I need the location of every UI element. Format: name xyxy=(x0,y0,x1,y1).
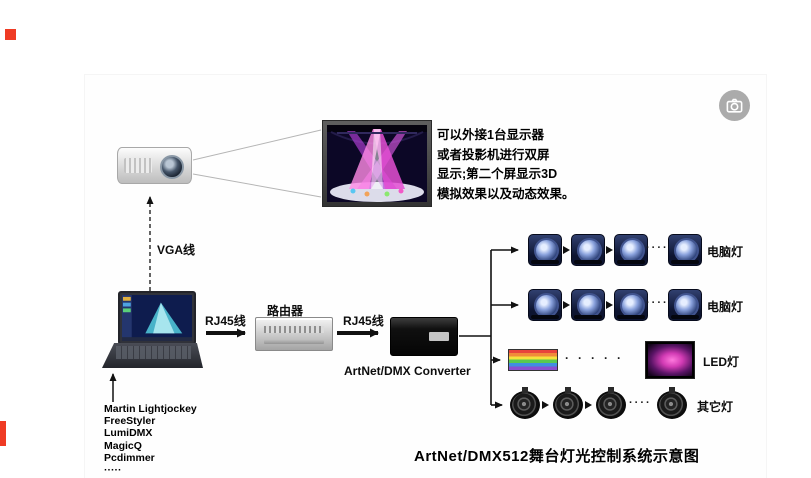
par-light-icon xyxy=(657,387,687,419)
moving-head-light-icon xyxy=(528,289,562,321)
red-marker-left-edge xyxy=(0,421,6,446)
moving-head-light-icon xyxy=(528,234,562,266)
row-label-computer-lights-2: 电脑灯 xyxy=(707,300,744,314)
lighting-software-graphic xyxy=(122,295,192,341)
moving-head-light-icon xyxy=(571,234,605,266)
software-list: Martin Lightjockey FreeStyler LumiDMX Ma… xyxy=(104,403,197,476)
laptop-screen xyxy=(118,291,196,345)
rj45-cable-label-1: RJ45线 xyxy=(205,314,246,328)
par-light-icon xyxy=(553,387,583,419)
more-units-dots: ···· xyxy=(646,297,669,309)
more-units-dots: ···· xyxy=(646,242,669,254)
moving-head-light-icon xyxy=(571,289,605,321)
laptop-keyboard xyxy=(102,343,203,368)
rj45-cable-label-2: RJ45线 xyxy=(343,314,384,328)
monitor-note: 可以外接1台显示器 或者投影机进行双屏 显示;第二个屏显示3D 模拟效果以及动态… xyxy=(437,126,575,204)
note-line: 或者投影机进行双屏 xyxy=(437,147,550,162)
diagram-title: ArtNet/DMX512舞台灯光控制系统示意图 xyxy=(414,448,700,465)
moving-head-light-icon xyxy=(614,289,648,321)
camera-icon xyxy=(726,98,743,113)
software-item: MagicQ xyxy=(104,439,142,452)
par-light-icon xyxy=(510,387,540,419)
moving-head-light-icon xyxy=(668,289,702,321)
dmx-converter-device xyxy=(390,317,458,356)
row-label-other-lights: 其它灯 xyxy=(697,400,734,414)
projector xyxy=(117,147,192,184)
led-screen-icon xyxy=(645,341,695,379)
note-line: 模拟效果以及动态效果。 xyxy=(437,186,575,201)
software-item: ····· xyxy=(104,464,122,477)
led-bar-icon xyxy=(508,349,558,371)
software-item: LumiDMX xyxy=(104,427,153,440)
more-units-dots: ···· xyxy=(629,397,652,409)
software-item: FreeStyler xyxy=(104,415,156,428)
stage-scene-graphic xyxy=(327,125,427,202)
note-line: 可以外接1台显示器 xyxy=(437,128,544,142)
moving-head-light-icon xyxy=(668,234,702,266)
moving-head-light-icon xyxy=(614,234,648,266)
row-label-computer-lights-1: 电脑灯 xyxy=(707,245,744,259)
software-item: Pcdimmer xyxy=(104,451,155,464)
converter-label: ArtNet/DMX Converter xyxy=(344,364,471,378)
more-units-dots: ····· xyxy=(565,351,630,365)
red-marker-top-left xyxy=(5,29,16,40)
zoom-camera-button[interactable] xyxy=(719,90,750,121)
note-line: 显示;第二个屏显示3D xyxy=(437,167,558,181)
router-label: 路由器 xyxy=(267,304,304,318)
software-item: Martin Lightjockey xyxy=(104,403,197,415)
row-label-led-lights: LED灯 xyxy=(703,355,740,369)
vga-cable-label: VGA线 xyxy=(157,243,196,257)
monitor-preview xyxy=(322,120,432,207)
par-light-icon xyxy=(596,387,626,419)
router-device xyxy=(255,317,333,351)
